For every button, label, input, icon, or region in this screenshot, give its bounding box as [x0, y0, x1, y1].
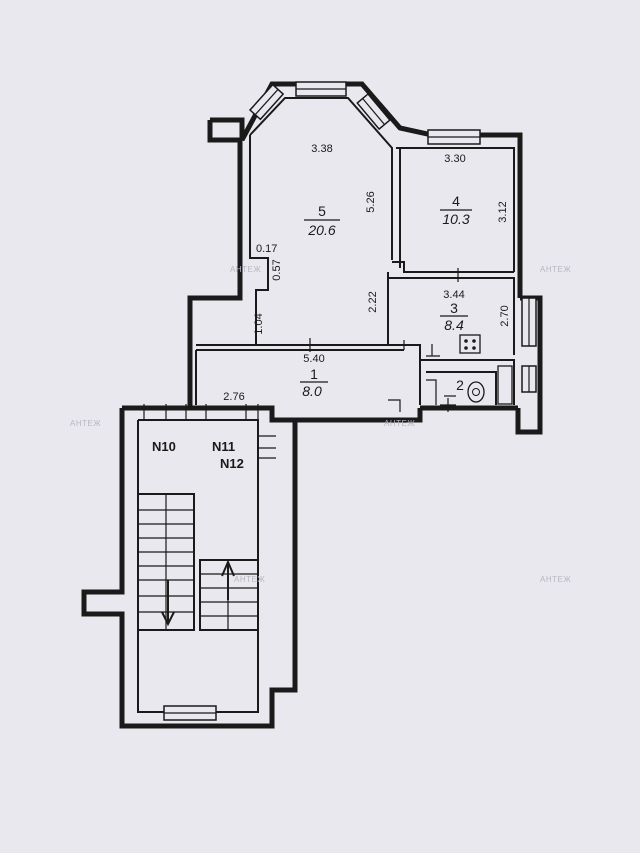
room-4-number: 4 — [452, 193, 460, 209]
watermark: АНТЕЖ — [540, 575, 571, 584]
dim-corridor-width: 5.40 — [303, 353, 324, 365]
watermark: АНТЕЖ — [540, 265, 571, 274]
room-3-number: 3 — [450, 300, 458, 316]
dim-stair-width: 2.76 — [223, 391, 244, 403]
room-2-number: 2 — [456, 377, 464, 393]
windows — [248, 81, 537, 393]
dim-room3-width: 3.44 — [443, 289, 464, 301]
dim-room5-height: 5.26 — [365, 191, 377, 212]
stairwell — [81, 404, 298, 729]
stove-icon — [459, 334, 481, 354]
dim-room3-height: 2.70 — [499, 305, 511, 326]
watermark: АНТЕЖ — [230, 265, 261, 274]
room-labels: 5 20.6 4 10.3 3 8.4 1 8.0 2 — [300, 193, 472, 399]
dimension-labels: 3.38 5.26 0.17 0.57 1.04 2.22 3.30 3.12 … — [223, 143, 511, 403]
dim-104: 1.04 — [253, 313, 265, 334]
dim-room4-width: 3.30 — [444, 153, 465, 165]
watermarks: АНТЕЖ АНТЕЖ АНТЕЖ АНТЕЖ АНТЕЖ АНТЕЖ — [70, 265, 571, 584]
partitions — [195, 147, 515, 412]
watermark: АНТЕЖ — [384, 419, 415, 428]
toilet-icon — [467, 381, 485, 403]
room-1-area: 8.0 — [302, 383, 322, 399]
apartment-walls — [187, 81, 543, 435]
apartment-numbers: N10 N11 N12 — [152, 439, 244, 471]
bathtub-icon — [497, 365, 513, 405]
stair-up-arrow-icon — [221, 559, 235, 600]
dim-017: 0.17 — [256, 243, 277, 255]
dim-room5-width: 3.38 — [311, 143, 332, 155]
apartment-n10: N10 — [152, 439, 176, 454]
dim-room4-height: 3.12 — [497, 201, 509, 222]
room-3-area: 8.4 — [444, 317, 464, 333]
dim-057: 0.57 — [271, 259, 283, 280]
room-5-area: 20.6 — [307, 222, 335, 238]
apartment-n11: N11 — [212, 439, 235, 454]
room-5-number: 5 — [318, 203, 326, 219]
stair-down-arrow-icon — [161, 580, 175, 627]
watermark: АНТЕЖ — [234, 575, 265, 584]
room-1-number: 1 — [310, 366, 318, 382]
dim-222: 2.22 — [367, 291, 379, 312]
watermark: АНТЕЖ — [70, 419, 101, 428]
apartment-n12: N12 — [220, 456, 244, 471]
fixtures — [426, 334, 513, 405]
room-4-area: 10.3 — [442, 211, 469, 227]
